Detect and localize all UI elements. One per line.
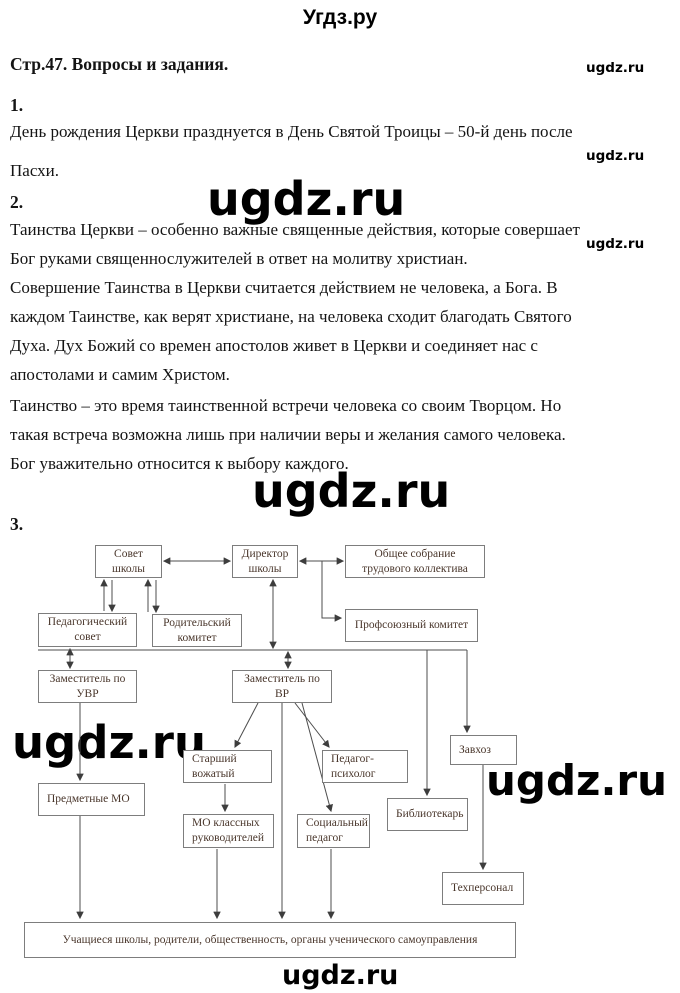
- watermark-large-4: ugdz.ru: [486, 756, 668, 805]
- node-zamestitel-uvr: Заместитель по УВР: [38, 670, 137, 703]
- answer-2-line: Таинство – это время таинственной встреч…: [10, 396, 562, 415]
- answer-1-number: 1.: [10, 95, 24, 115]
- watermark-large-2: ugdz.ru: [252, 464, 451, 518]
- answer-2-line: такая встреча возможна лишь при наличии …: [10, 425, 566, 444]
- answer-2-line: апостолами и самим Христом.: [10, 365, 230, 384]
- watermark-bottom: ugdz.ru: [282, 960, 399, 991]
- watermark-small-3: ugdz.ru: [586, 236, 645, 252]
- answer-2-line: Таинства Церкви – особенно важные священ…: [10, 220, 580, 239]
- answer-2-line: Духа. Дух Божий со времен апостолов живе…: [10, 336, 538, 355]
- node-pedagog-psiholog: Педагог-психолог: [322, 750, 408, 783]
- watermark-small-1: ugdz.ru: [586, 60, 645, 76]
- answer-2-number: 2.: [10, 192, 24, 212]
- node-socialnyi-pedagog: Социальный педагог: [297, 814, 370, 848]
- site-header: Угдз.ру: [302, 6, 378, 29]
- answer-1-line: Пасхи.: [10, 161, 59, 180]
- node-starshiy-vozhatyi: Старший вожатый: [183, 750, 272, 783]
- answer-2-line: каждом Таинстве, как верят христиане, на…: [10, 307, 572, 326]
- node-direktor-shkoly: Директор школы: [232, 545, 298, 578]
- answer-3-number: 3.: [10, 514, 24, 534]
- node-predmetnye-mo: Предметные МО: [38, 783, 145, 816]
- node-mo-klassnyh-rukovoditeley: МО классных руководителей: [183, 814, 274, 848]
- node-roditelskiy-komitet: Родительский комитет: [152, 614, 242, 647]
- answer-2-line: Бог руками священнослужителей в ответ на…: [10, 249, 468, 268]
- node-bibliotekar: Библиотекарь: [387, 798, 468, 831]
- answer-2-line: Бог уважительно относится к выбору каждо…: [10, 454, 349, 473]
- node-obshchee-sobranie: Общее собрание трудового коллектива: [345, 545, 485, 578]
- watermark-large-1: ugdz.ru: [207, 172, 406, 226]
- answer-2-line: Совершение Таинства в Церкви считается д…: [10, 278, 558, 297]
- watermark-large-3: ugdz.ru: [12, 716, 206, 769]
- node-profsoyuznyi-komitet: Профсоюзный комитет: [345, 609, 478, 642]
- node-pedagogicheskiy-sovet: Педагогический совет: [38, 613, 137, 647]
- node-tehpersonal: Техперсонал: [442, 872, 524, 905]
- node-zavhoz: Завхоз: [450, 735, 517, 765]
- node-sovet-shkoly: Совет школы: [95, 545, 162, 578]
- answer-1-line: День рождения Церкви празднуется в День …: [10, 122, 573, 141]
- watermark-small-2: ugdz.ru: [586, 148, 645, 164]
- node-zamestitel-vr: Заместитель по ВР: [232, 670, 332, 703]
- node-uchashchiesya-shkoly: Учащиеся школы, родители, общественность…: [24, 922, 516, 958]
- section-heading: Стр.47. Вопросы и задания.: [10, 54, 229, 74]
